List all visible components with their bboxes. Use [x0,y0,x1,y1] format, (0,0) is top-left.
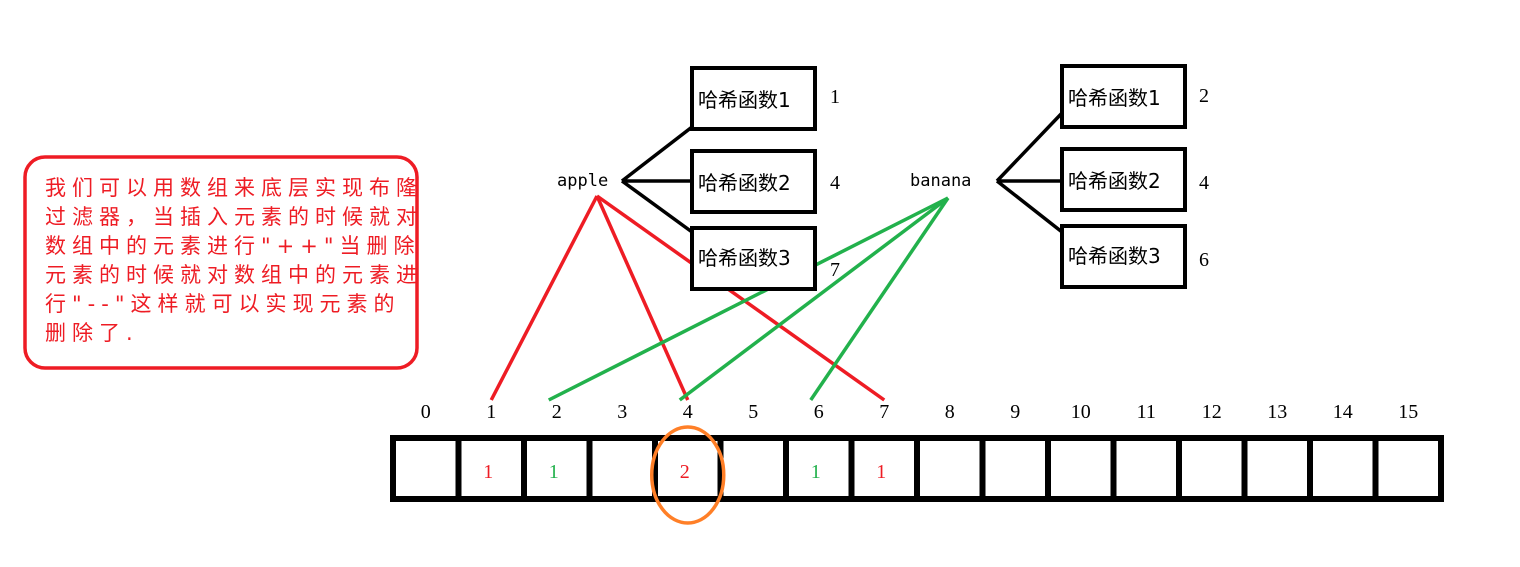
array-index-label: 12 [1202,401,1222,423]
key-word: banana [910,171,971,191]
hash-function-label: 哈希函数3 [1068,244,1161,268]
counter-value: 2 [680,461,690,483]
array-index-label: 3 [617,401,627,423]
hash-result: 2 [1199,85,1209,107]
mapping-line-apple [595,195,690,401]
highlight-circle [650,425,726,525]
hash-function-box [1060,224,1187,289]
mapping-line-banana [678,196,950,402]
hash-result: 6 [1199,249,1209,271]
array-index-label: 1 [486,401,496,423]
hash-result: 4 [830,172,840,194]
hash-result: 1 [830,86,840,108]
array-index-label: 15 [1398,401,1418,423]
branch-lines [620,125,694,234]
counter-value: 1 [549,461,559,483]
array-index-label: 8 [945,401,955,423]
explanation-note: 我们可以用数组来底层实现布隆 过滤器，当插入元素的时候就对 数组中的元素进行"+… [23,155,423,370]
array-index-label: 9 [1010,401,1020,423]
branch-lines [995,111,1064,234]
note-line: 行"--"这样就可以实现元素的 [45,292,400,316]
counter-value: 1 [876,461,886,483]
hash-result: 4 [1199,172,1209,194]
hash-function-box [1060,147,1187,212]
note-border [23,155,419,370]
key-banana: banana 哈希函数1 2 哈希函数2 4 哈希函数3 6 [910,64,1209,289]
mapping-lines [489,194,950,402]
hash-function-box [1060,64,1187,129]
mapping-line-apple [595,194,886,402]
note-line: 删除了. [45,321,139,345]
array-index-label: 10 [1071,401,1091,423]
array-index-label: 6 [814,401,824,423]
note-line: 元素的时候就对数组中的元素进 [45,263,423,287]
note-line: 过滤器，当插入元素的时候就对 [45,205,423,229]
array-index-label: 4 [683,401,693,423]
hash-function-box [690,149,817,214]
key-apple: apple 哈希函数1 1 哈希函数2 4 哈希函数3 7 [557,66,840,291]
hash-result: 7 [830,259,840,281]
hash-function-label: 哈希函数1 [1068,86,1161,110]
hash-function-box [690,66,817,131]
array-index-label: 14 [1333,401,1353,423]
array-index-label: 7 [879,401,889,423]
mapping-line-banana [547,196,949,402]
mapping-line-apple [489,195,599,401]
hash-function-box [690,226,817,291]
array-index-label: 13 [1267,401,1287,423]
hash-function-label: 哈希函数2 [1068,169,1161,193]
mapping-line-banana [809,197,950,401]
note-line: 我们可以用数组来底层实现布隆 [45,176,423,200]
array-index-label: 5 [748,401,758,423]
hash-function-label: 哈希函数1 [698,88,791,112]
array-index-label: 2 [552,401,562,423]
counter-value: 1 [483,461,493,483]
array-index-label: 0 [421,401,431,423]
array-index-label: 11 [1137,401,1156,423]
counter-value: 1 [811,461,821,483]
key-word: apple [557,171,608,191]
hash-function-label: 哈希函数3 [698,246,791,270]
hash-function-label: 哈希函数2 [698,171,791,195]
note-line: 数组中的元素进行"++"当删除 [45,234,421,258]
